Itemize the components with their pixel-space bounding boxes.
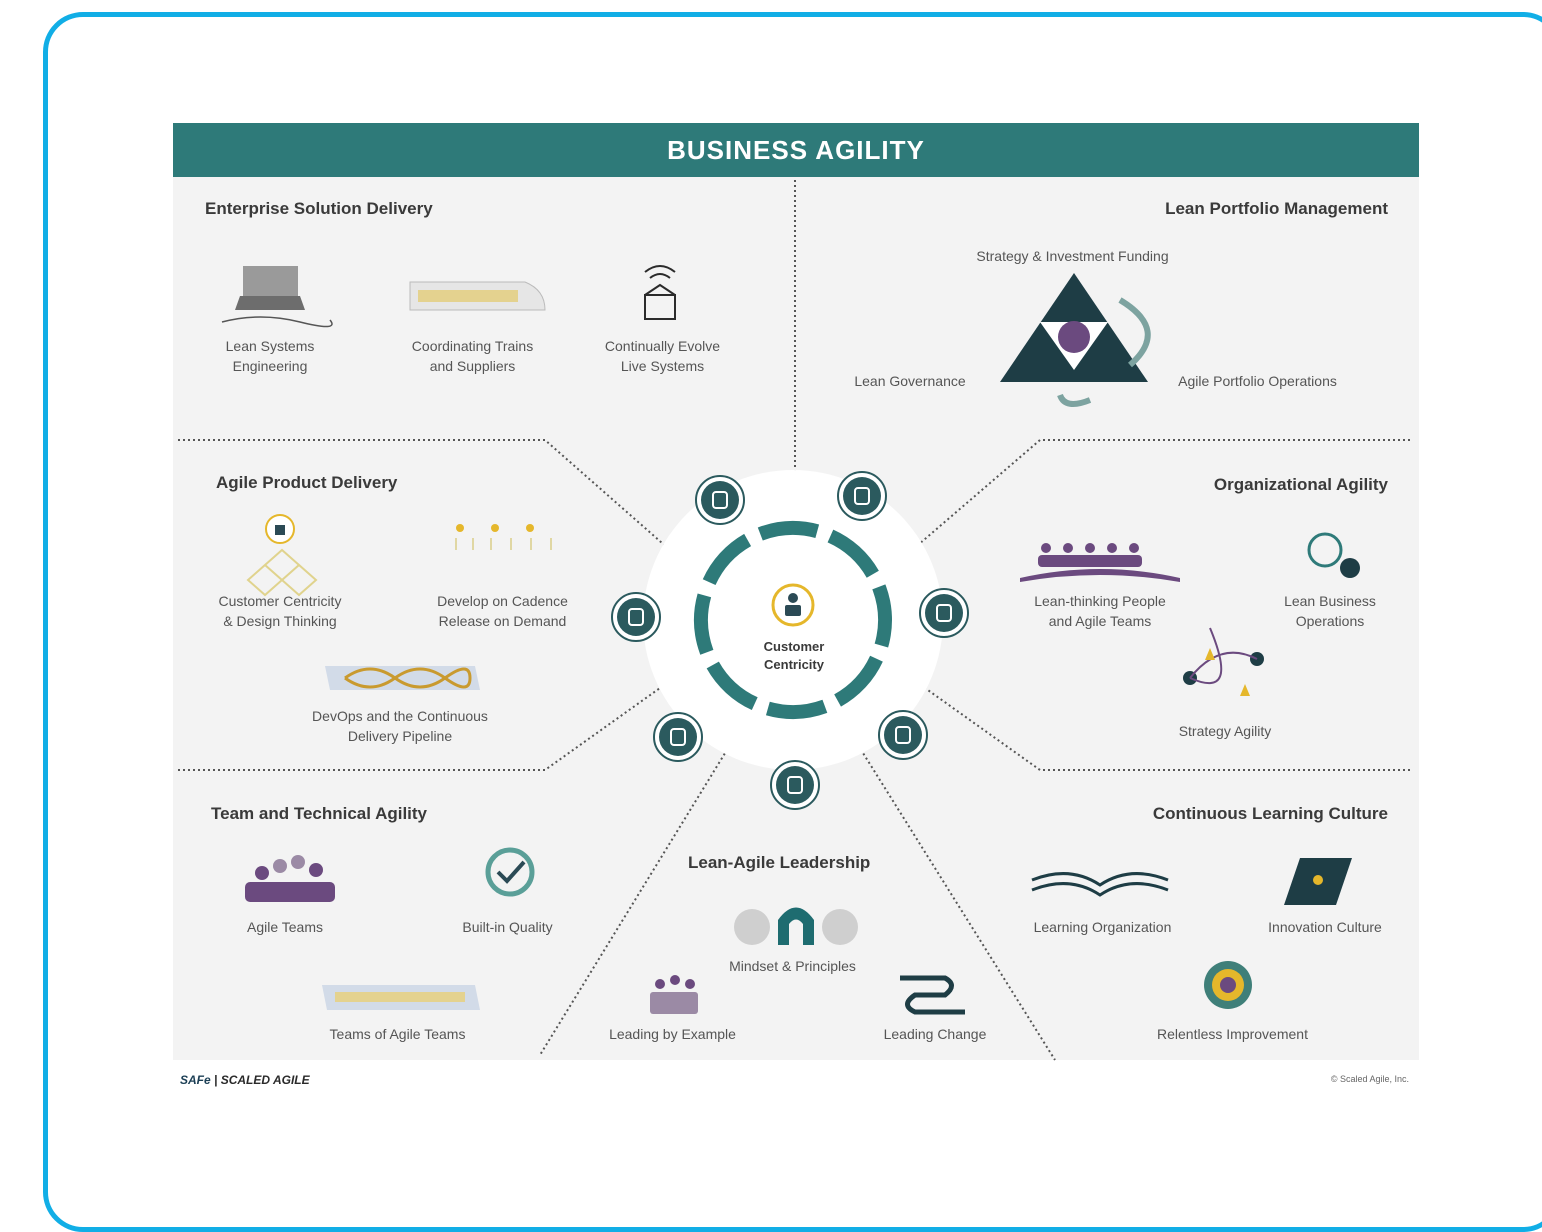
coordinating-trains-icon [409,281,546,311]
copyright-text: © Scaled Agile, Inc. [1330,1074,1409,1084]
learning-culture-ring-icon [878,710,928,760]
label-lean-governance: Lean Governance [854,373,966,389]
product-delivery-ring-icon [611,592,661,642]
divider-bottom-left [539,744,731,1056]
label-strategy-agility: Strategy Agility [1178,723,1272,739]
leading-by-example-icon [650,975,698,1014]
section-title-clc: Continuous Learning Culture [1152,804,1388,823]
devops-pipeline-icon [325,666,480,690]
learning-organization-icon [1031,872,1169,897]
organizational-ring-icon [919,588,969,638]
label-agile-teams: Agile Teams [246,919,323,935]
lean-business-ops-icon [1307,532,1360,578]
section-dividers [178,180,1410,1061]
leadership-ring-icon [770,760,820,810]
diagram-title: BUSINESS AGILITY [173,123,1419,177]
enterprise-solution-ring-icon [695,475,745,525]
label-customer-centricity-design: Customer Centricity& Design Thinking [218,593,342,629]
label-mindset-principles: Mindset & Principles [729,958,856,974]
divider-upper-right [917,439,1410,546]
live-systems-icon [644,265,676,320]
section-title-apd: Agile Product Delivery [216,473,398,492]
divider-bottom-right [857,744,1056,1061]
design-thinking-icon [246,514,318,597]
portfolio-ring-icon [837,471,887,521]
relentless-improvement-icon [1204,961,1252,1009]
customer-centricity-ring [694,521,892,719]
section-title-oa: Organizational Agility [1213,475,1388,494]
diagram-graphics [178,180,1410,1061]
label-leading-change: Leading Change [883,1026,987,1042]
lpm-triangle-icon [1000,273,1151,407]
leading-change-icon [900,975,965,1015]
team-agility-ring-icon [653,712,703,762]
lean-thinking-people-icon [1020,543,1180,582]
strategy-agility-icon [1183,627,1264,696]
section-title-esd: Enterprise Solution Delivery [205,199,433,218]
divider-upper-left [178,439,671,551]
label-agile-portfolio-operations: Agile Portfolio Operations [1178,373,1337,389]
safe-logo: SAFe | SCALED AGILE [180,1073,310,1087]
built-in-quality-icon [485,847,535,897]
lean-systems-icon [221,266,333,328]
label-strategy-investment-funding: Strategy & Investment Funding [976,248,1169,264]
label-teams-of-agile-teams: Teams of Agile Teams [329,1026,466,1042]
divider-lower-right [924,687,1410,771]
mindset-principles-icon [734,907,858,945]
label-relentless-improvement: Relentless Improvement [1157,1026,1308,1042]
label-learning-organization: Learning Organization [1033,919,1172,935]
label-innovation-culture: Innovation Culture [1268,919,1382,935]
section-title-tta: Team and Technical Agility [211,804,428,823]
teams-of-teams-icon [322,985,480,1010]
develop-on-cadence-icon [455,524,552,550]
agile-teams-icon [245,855,335,902]
section-title-lal: Lean-Agile Leadership [688,853,871,872]
section-title-lpm: Lean Portfolio Management [1165,199,1388,218]
label-leading-by-example: Leading by Example [609,1026,736,1042]
label-built-in-quality: Built-in Quality [462,919,553,935]
innovation-culture-icon [1284,858,1352,905]
divider-lower-left [178,687,661,771]
